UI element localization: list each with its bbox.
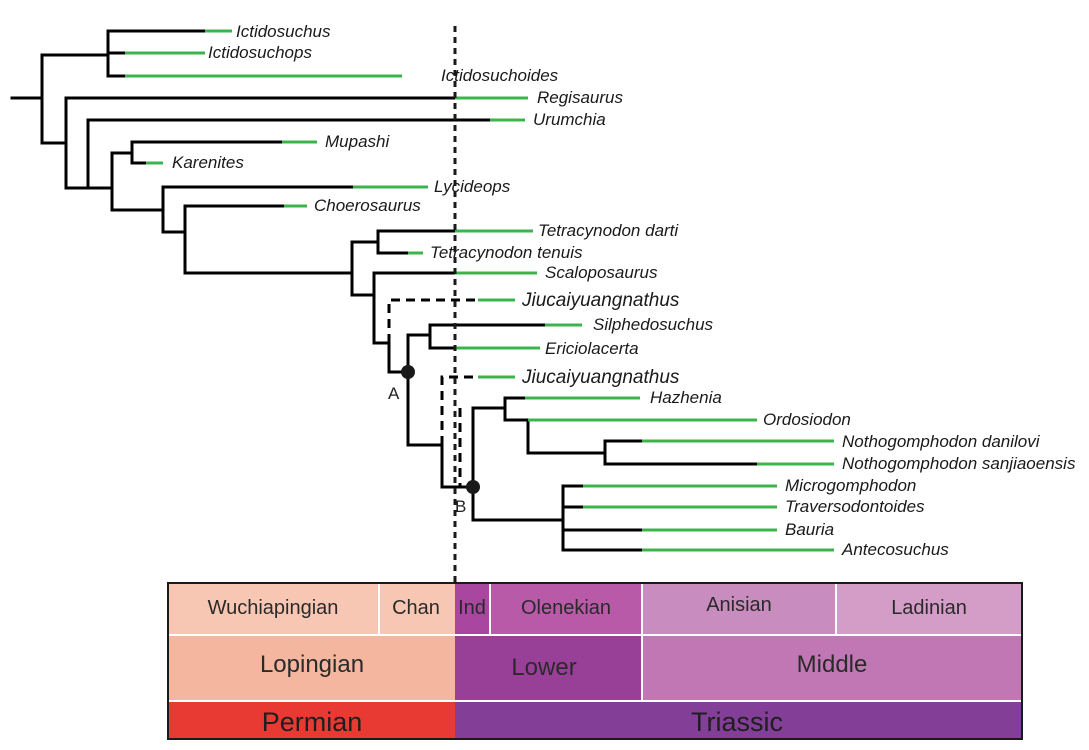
range-bars [125, 29, 834, 552]
taxon-label-choerosaurus: Choerosaurus [314, 196, 421, 215]
series-lopingian-label: Lopingian [260, 651, 364, 678]
dashed-branches [387, 298, 478, 487]
taxon-labels: Ictidosuchus Ictidosuchops Ictidosuchoid… [172, 22, 1076, 559]
stage-wuchiapingian-cell [169, 584, 378, 634]
system-triassic-label: Triassic [691, 707, 783, 737]
taxon-label-antecosuchus: Antecosuchus [841, 540, 949, 559]
series-lopingian-cell [169, 636, 455, 700]
stage-olenekian-label: Olenekian [521, 597, 611, 619]
taxon-label-tetracynodon-tenuis: Tetracynodon tenuis [430, 243, 583, 262]
taxon-label-ictidosuchops: Ictidosuchops [208, 43, 312, 62]
taxon-label-lycideops: Lycideops [434, 177, 511, 196]
series-middle-label: Middle [797, 651, 868, 678]
stage-ind-cell [455, 584, 489, 634]
taxon-label-ictidosuchoides: Ictidosuchoides [441, 66, 559, 85]
dashed-branch-jiucaiyuangnathus-1 [387, 298, 478, 343]
series-middle-cell [643, 636, 1021, 700]
taxon-label-tetracynodon-darti: Tetracynodon darti [538, 221, 679, 240]
stage-anisian-label: Anisian [706, 594, 772, 616]
taxon-label-urumchia: Urumchia [533, 110, 606, 129]
taxon-label-scaloposaurus: Scaloposaurus [545, 263, 658, 282]
node-b-label: B [455, 497, 466, 516]
taxon-label-ordosiodon: Ordosiodon [763, 410, 851, 429]
node-a-label: A [388, 384, 400, 403]
taxon-label-karenites: Karenites [172, 153, 244, 172]
taxon-label-nothogomphodon-sanjiaoensis: Nothogomphodon sanjiaoensis [842, 454, 1076, 473]
stage-ind-label: Ind [458, 597, 486, 619]
system-triassic-cell [455, 702, 1021, 738]
stage-ladinian-label: Ladinian [891, 597, 967, 619]
taxon-label-hazhenia: Hazhenia [650, 388, 722, 407]
taxon-label-microgomphodon: Microgomphodon [785, 476, 916, 495]
taxon-label-jiucaiyuangnathus: Jiucaiyuangnathus [521, 367, 680, 388]
taxon-label-ictidosuchus: Ictidosuchus [236, 22, 331, 41]
taxon-label-regisaurus: Regisaurus [537, 88, 623, 107]
node-a-dot [401, 365, 415, 379]
stage-wuchiapingian-label: Wuchiapingian [208, 597, 339, 619]
taxon-label-bauria: Bauria [785, 520, 834, 539]
dashed-branch-jiucaiyuangnathus-2 [440, 375, 478, 445]
node-markers: A B [388, 365, 480, 516]
node-b-dot [466, 480, 480, 494]
series-lower-label: Lower [511, 654, 576, 681]
taxon-label-nothogomphodon-danilovi: Nothogomphodon danilovi [842, 432, 1041, 451]
taxon-label-traversodontoides: Traversodontoides [785, 497, 925, 516]
timescale: Wuchiapingian Chan Ind Olenekian Anisian… [167, 582, 1023, 740]
series-lower-cell [455, 636, 641, 700]
stage-olenekian-cell [491, 584, 641, 634]
tree-branches [10, 29, 759, 552]
taxon-label-ericiolacerta: Ericiolacerta [545, 339, 639, 358]
stage-ladinian-cell [837, 584, 1021, 634]
stage-chan-label: Chan [392, 597, 440, 619]
system-permian-cell [169, 702, 455, 738]
taxon-label-silphedosuchus: Silphedosuchus [593, 315, 714, 334]
timescale-frame [167, 582, 1023, 740]
system-permian-label: Permian [262, 707, 363, 737]
taxon-label-jiucaiyuangnathus: Jiucaiyuangnathus [521, 290, 680, 311]
taxon-label-mupashi: Mupashi [325, 132, 390, 151]
stage-anisian-cell [643, 584, 835, 634]
stage-chan-cell [380, 584, 455, 634]
